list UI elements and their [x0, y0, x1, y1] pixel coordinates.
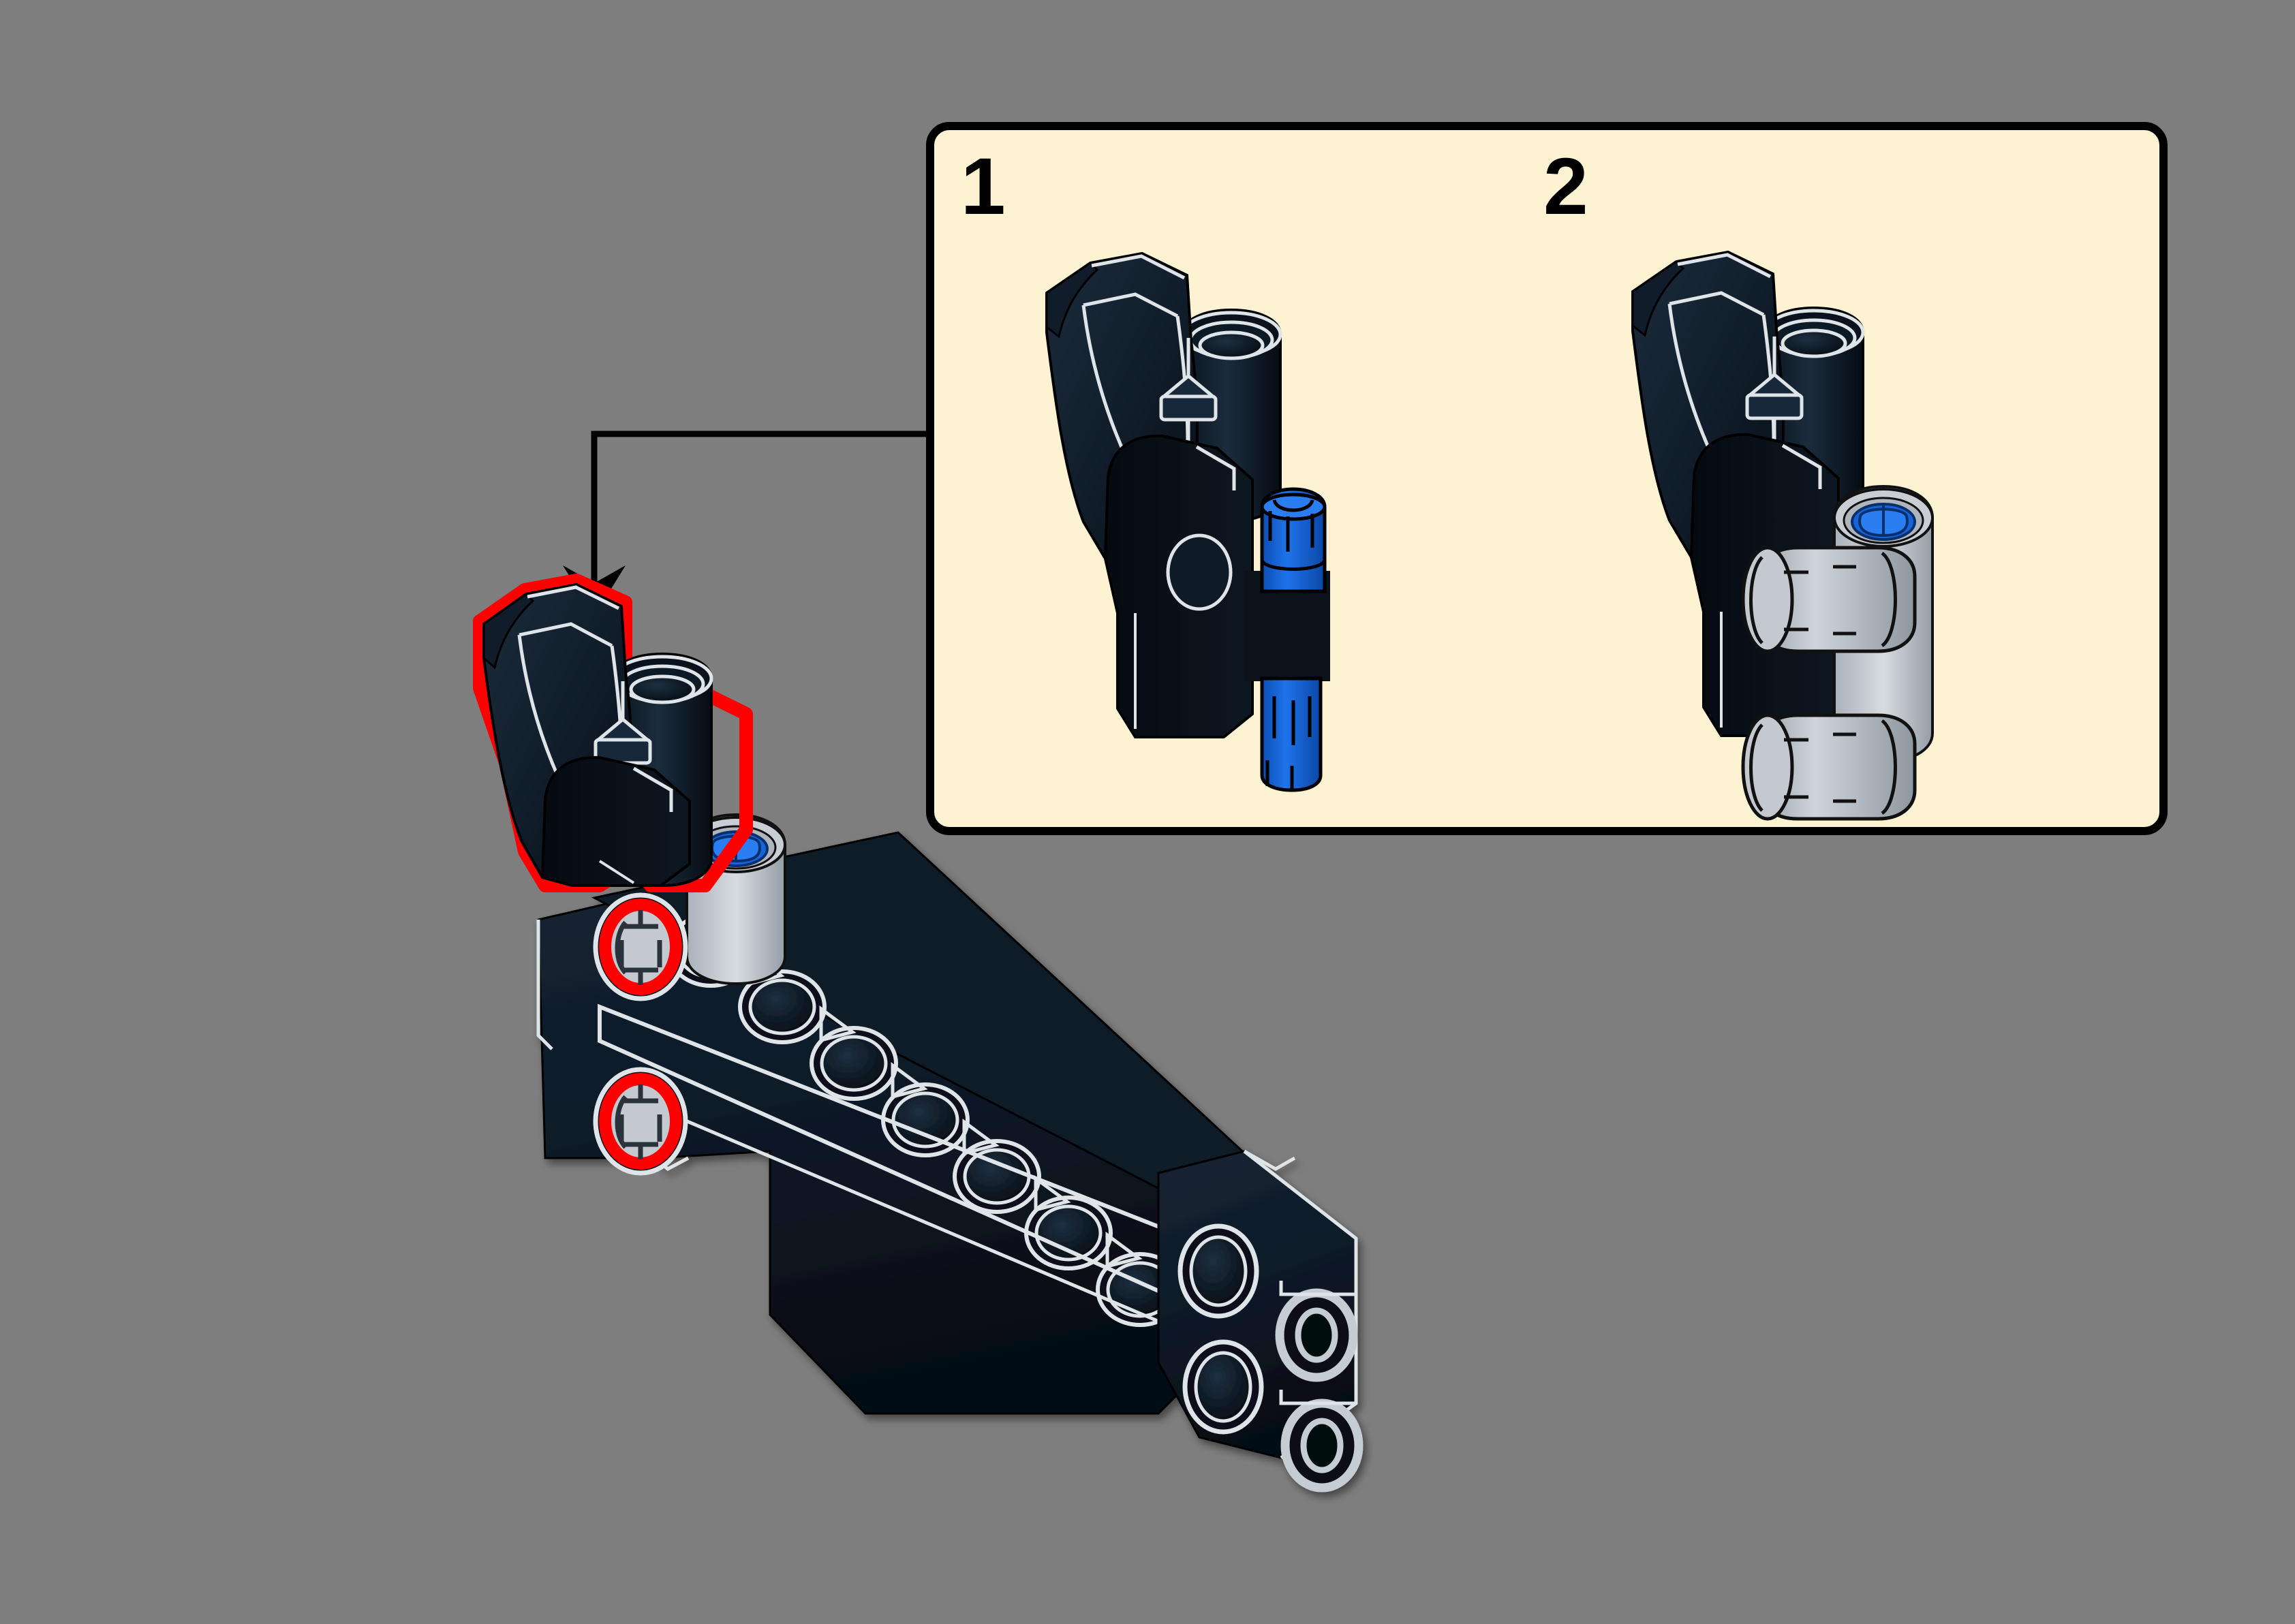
curved-panel-highlighted [473, 574, 753, 892]
main-model-assembly [473, 574, 1364, 1493]
callout-step-1-illustration [1045, 251, 1330, 792]
callout-step-1-number: 1 [961, 142, 1006, 232]
gray-connector-pin-lower [1741, 713, 1917, 821]
gray-connector-pin-upper [1741, 546, 1917, 653]
sub-assembly-callout-box [926, 122, 2168, 835]
beam-end-socket-upper [1275, 1288, 1358, 1382]
connector-pin-upper-highlighted [593, 892, 688, 1001]
beam-end-hole-lower [1182, 1339, 1264, 1435]
callout-step-2-number: 2 [1543, 142, 1588, 232]
blue-axle-pin [1260, 487, 1327, 593]
connector-pin-lower-highlighted [593, 1067, 688, 1176]
beam-end-socket-lower [1280, 1399, 1364, 1493]
callout-step-2-illustration [1631, 250, 1934, 821]
beam-end-hole-upper [1177, 1223, 1259, 1319]
